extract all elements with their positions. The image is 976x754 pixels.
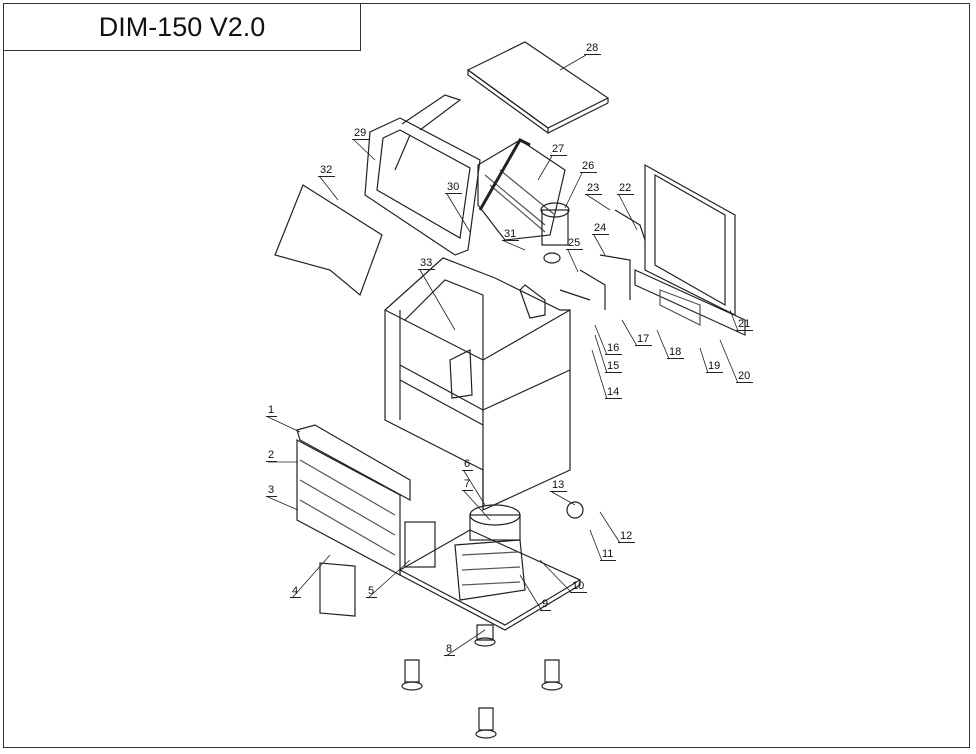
leader-line bbox=[594, 324, 608, 356]
part-number-label: 10 bbox=[570, 580, 588, 593]
leader-line bbox=[593, 234, 606, 256]
part-number-label: 29 bbox=[352, 127, 370, 140]
part-number-label: 14 bbox=[605, 386, 623, 399]
part-number-label: 13 bbox=[550, 479, 568, 492]
part-number-label: 1 bbox=[266, 404, 278, 417]
leader-line bbox=[656, 329, 670, 360]
part-number-label: 28 bbox=[584, 42, 602, 55]
leader-line bbox=[591, 349, 608, 400]
part-number-label: 4 bbox=[290, 585, 302, 598]
part-number-label: 3 bbox=[266, 484, 278, 497]
leader-line bbox=[551, 491, 576, 506]
part-number-label: 11 bbox=[600, 548, 617, 561]
part-number-label: 31 bbox=[502, 228, 520, 241]
leader-line bbox=[267, 496, 299, 511]
part-number-label: 2 bbox=[266, 449, 278, 462]
leader-line bbox=[599, 511, 621, 544]
leader-line bbox=[586, 194, 611, 211]
leader-line bbox=[503, 240, 526, 251]
part-number-label: 5 bbox=[366, 585, 378, 598]
drawing-frame bbox=[3, 3, 970, 748]
leader-line bbox=[719, 339, 739, 384]
part-number-label: 17 bbox=[635, 333, 653, 346]
leader-line bbox=[589, 529, 603, 562]
part-number-label: 12 bbox=[618, 530, 636, 543]
water-pump bbox=[540, 202, 570, 264]
part-number-label: 19 bbox=[706, 360, 724, 373]
leader-line bbox=[729, 309, 739, 332]
part-number-label: 23 bbox=[585, 182, 603, 195]
part-number-label: 30 bbox=[445, 181, 463, 194]
base-plate bbox=[398, 504, 582, 631]
part-number-label: 20 bbox=[736, 370, 754, 383]
part-number-label: 22 bbox=[617, 182, 635, 195]
leader-line bbox=[267, 416, 301, 433]
leader-line bbox=[564, 172, 583, 209]
leader-line bbox=[621, 319, 638, 347]
part-number-label: 18 bbox=[667, 346, 685, 359]
leader-line bbox=[519, 574, 543, 612]
side-panel bbox=[274, 184, 383, 297]
part-number-label: 6 bbox=[462, 458, 474, 471]
part-number-label: 16 bbox=[605, 342, 623, 355]
rear-panel bbox=[634, 163, 746, 336]
part-number-label: 9 bbox=[540, 598, 552, 611]
leader-line bbox=[353, 139, 376, 161]
part-number-label: 7 bbox=[462, 478, 474, 491]
part-number-label: 8 bbox=[444, 643, 456, 656]
part-number-label: 33 bbox=[418, 257, 436, 270]
cabinet bbox=[384, 257, 571, 511]
title-block: DIM-150 V2.0 bbox=[3, 3, 361, 51]
water-lines bbox=[559, 209, 646, 310]
part-number-label: 27 bbox=[550, 143, 568, 156]
leader-line bbox=[419, 269, 456, 331]
part-number-label: 32 bbox=[318, 164, 336, 177]
leader-line bbox=[567, 249, 579, 273]
leader-line bbox=[445, 629, 486, 657]
leader-line bbox=[539, 559, 573, 594]
leader-line bbox=[537, 155, 553, 181]
leader-line bbox=[699, 347, 709, 374]
drawing-title: DIM-150 V2.0 bbox=[98, 11, 266, 42]
evaporator bbox=[477, 138, 566, 241]
part-number-label: 15 bbox=[605, 360, 623, 373]
leader-line bbox=[594, 334, 608, 374]
part-number-label: 25 bbox=[566, 237, 584, 250]
part-number-label: 26 bbox=[580, 160, 598, 173]
part-number-label: 24 bbox=[592, 222, 610, 235]
top-cover bbox=[466, 41, 610, 135]
leader-line bbox=[463, 470, 486, 506]
leader-line bbox=[319, 176, 339, 201]
leader-line bbox=[618, 194, 638, 231]
leader-lines bbox=[267, 54, 739, 657]
front-frame bbox=[364, 94, 481, 256]
leader-line bbox=[463, 490, 491, 521]
leader-line bbox=[446, 193, 471, 233]
part-number-label: 21 bbox=[736, 318, 754, 331]
fan-motor bbox=[566, 501, 584, 519]
leader-line bbox=[367, 559, 411, 599]
leveling-feet bbox=[401, 624, 563, 739]
leader-line bbox=[559, 54, 587, 71]
leader-line bbox=[291, 554, 331, 599]
front-grille-panel bbox=[296, 424, 411, 617]
